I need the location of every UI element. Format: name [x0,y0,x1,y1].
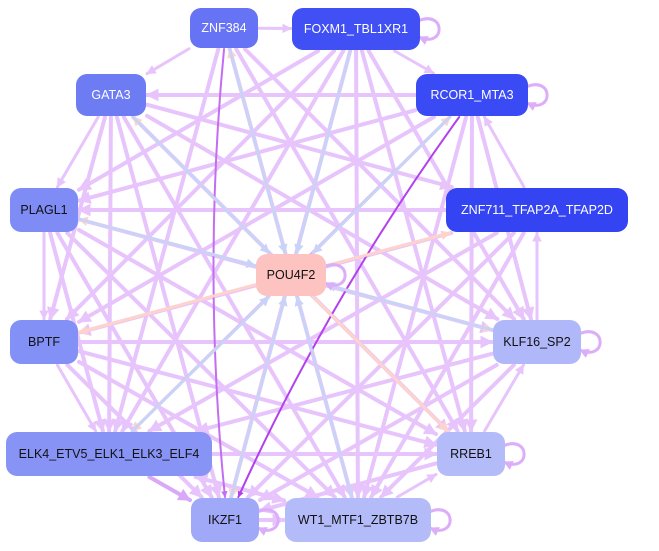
edge-gata3-to-klf16-sp2[interactable] [145,113,500,321]
edge-wt1-mtf1-zbtb7b-to-rreb1[interactable] [395,472,438,499]
edge-gata3-to-pou4f2[interactable] [131,115,271,255]
edge-foxm1-tbl1xr1-to-rcor1-mta3[interactable] [393,49,435,75]
node-plagl1[interactable]: PLAGL1 [10,188,78,232]
node-label: PLAGL1 [20,203,68,217]
edge-znf384-to-ikzf1[interactable] [212,48,228,498]
node-label: GATA3 [91,88,131,102]
node-rreb1[interactable]: RREB1 [437,432,505,476]
node-label: FOXM1_TBL1XR1 [303,22,409,36]
self-loop-wt1-mtf1-zbtb7b[interactable] [428,508,452,536]
self-loop-foxm1-tbl1xr1[interactable] [417,17,441,45]
edge-znf384-to-gata3[interactable] [145,47,191,76]
edge-plagl1-to-rreb1[interactable] [77,228,438,436]
edge-rcor1-mta3-to-ikzf1[interactable] [237,116,461,498]
edge-klf16-sp2-to-pou4f2[interactable] [325,282,494,332]
node-label: ELK4_ETV5_ELK1_ELK3_ELF4 [18,447,200,461]
self-loop-pou4f2[interactable] [323,263,347,291]
edge-znf384-to-pou4f2[interactable] [228,47,288,255]
edge-plagl1-to-pou4f2[interactable] [77,217,257,268]
node-elk4-etv5-elk1-elk3-elf4[interactable]: ELK4_ETV5_ELK1_ELK3_ELF4 [6,432,212,476]
edge-ikzf1-to-pou4f2[interactable] [229,295,288,499]
node-ikzf1[interactable]: IKZF1 [191,498,259,542]
node-foxm1-tbl1xr1[interactable]: FOXM1_TBL1XR1 [292,8,420,50]
edge-pou4f2-to-bptf[interactable] [77,283,257,335]
edge-klf16-sp2-to-ikzf1[interactable] [258,363,499,503]
edge-elk4-etv5-elk1-elk3-elf4-to-pou4f2[interactable] [130,295,271,433]
node-rcor1-mta3[interactable]: RCOR1_MTA3 [416,74,528,116]
node-pou4f2[interactable]: POU4F2 [256,254,326,296]
node-label: IKZF1 [207,513,243,527]
node-znf711-tfap2a-tfap2d[interactable]: ZNF711_TFAP2A_TFAP2D [446,188,628,232]
node-znf384[interactable]: ZNF384 [190,8,258,48]
edge-klf16-sp2-to-elk4-etv5-elk1-elk3-elf4[interactable] [194,351,494,435]
node-wt1-mtf1-zbtb7b[interactable]: WT1_MTF1_ZBTB7B [285,498,431,542]
node-label: RCOR1_MTA3 [430,88,514,102]
self-loop-rreb1[interactable] [502,442,526,470]
node-label: WT1_MTF1_ZBTB7B [297,513,419,527]
node-label: KLF16_SP2 [503,335,571,349]
node-label: RREB1 [450,447,492,461]
node-label: ZNF384 [201,21,247,35]
node-bptf[interactable]: BPTF [10,320,78,364]
node-klf16-sp2[interactable]: KLF16_SP2 [493,320,581,364]
edge-znf384-to-elk4-etv5-elk1-elk3-elf4[interactable] [112,47,221,433]
edge-wt1-mtf1-zbtb7b-to-elk4-etv5-elk1-elk3-elf4[interactable] [193,473,286,503]
edge-foxm1-tbl1xr1-to-elk4-etv5-elk1-elk3-elf4[interactable] [120,49,346,433]
edge-rcor1-mta3-to-pou4f2[interactable] [311,115,452,255]
self-loop-klf16-sp2[interactable] [578,330,602,358]
edge-pou4f2-to-znf711-tfap2a-tfap2d[interactable] [325,230,452,267]
edge-gata3-to-plagl1[interactable] [55,115,100,189]
edge-znf711-tfap2a-tfap2d-to-rcor1-mta3[interactable] [482,115,526,189]
node-label: BPTF [28,335,60,349]
edge-foxm1-tbl1xr1-to-wt1-mtf1-zbtb7b[interactable] [351,49,365,499]
node-label: POU4F2 [266,268,316,282]
node-gata3[interactable]: GATA3 [76,74,146,116]
self-loop-ikzf1[interactable] [256,508,280,536]
edge-elk4-etv5-elk1-elk3-elf4-to-ikzf1[interactable] [147,475,192,503]
edge-gata3-to-znf711-tfap2a-tfap2d[interactable] [145,102,454,191]
self-loop-rcor1-mta3[interactable] [525,83,549,111]
edge-wt1-mtf1-zbtb7b-to-pou4f2[interactable] [294,295,354,499]
edge-rreb1-to-klf16-sp2[interactable] [483,363,525,433]
node-label: ZNF711_TFAP2A_TFAP2D [461,203,613,217]
edge-foxm1-tbl1xr1-to-pou4f2[interactable] [294,49,352,255]
edge-rcor1-mta3-to-bptf[interactable] [77,115,436,324]
edge-pou4f2-to-rreb1[interactable] [311,295,450,433]
edge-bptf-to-elk4-etv5-elk1-elk3-elf4[interactable] [55,363,98,433]
edge-rcor1-mta3-to-wt1-mtf1-zbtb7b[interactable] [360,115,469,499]
